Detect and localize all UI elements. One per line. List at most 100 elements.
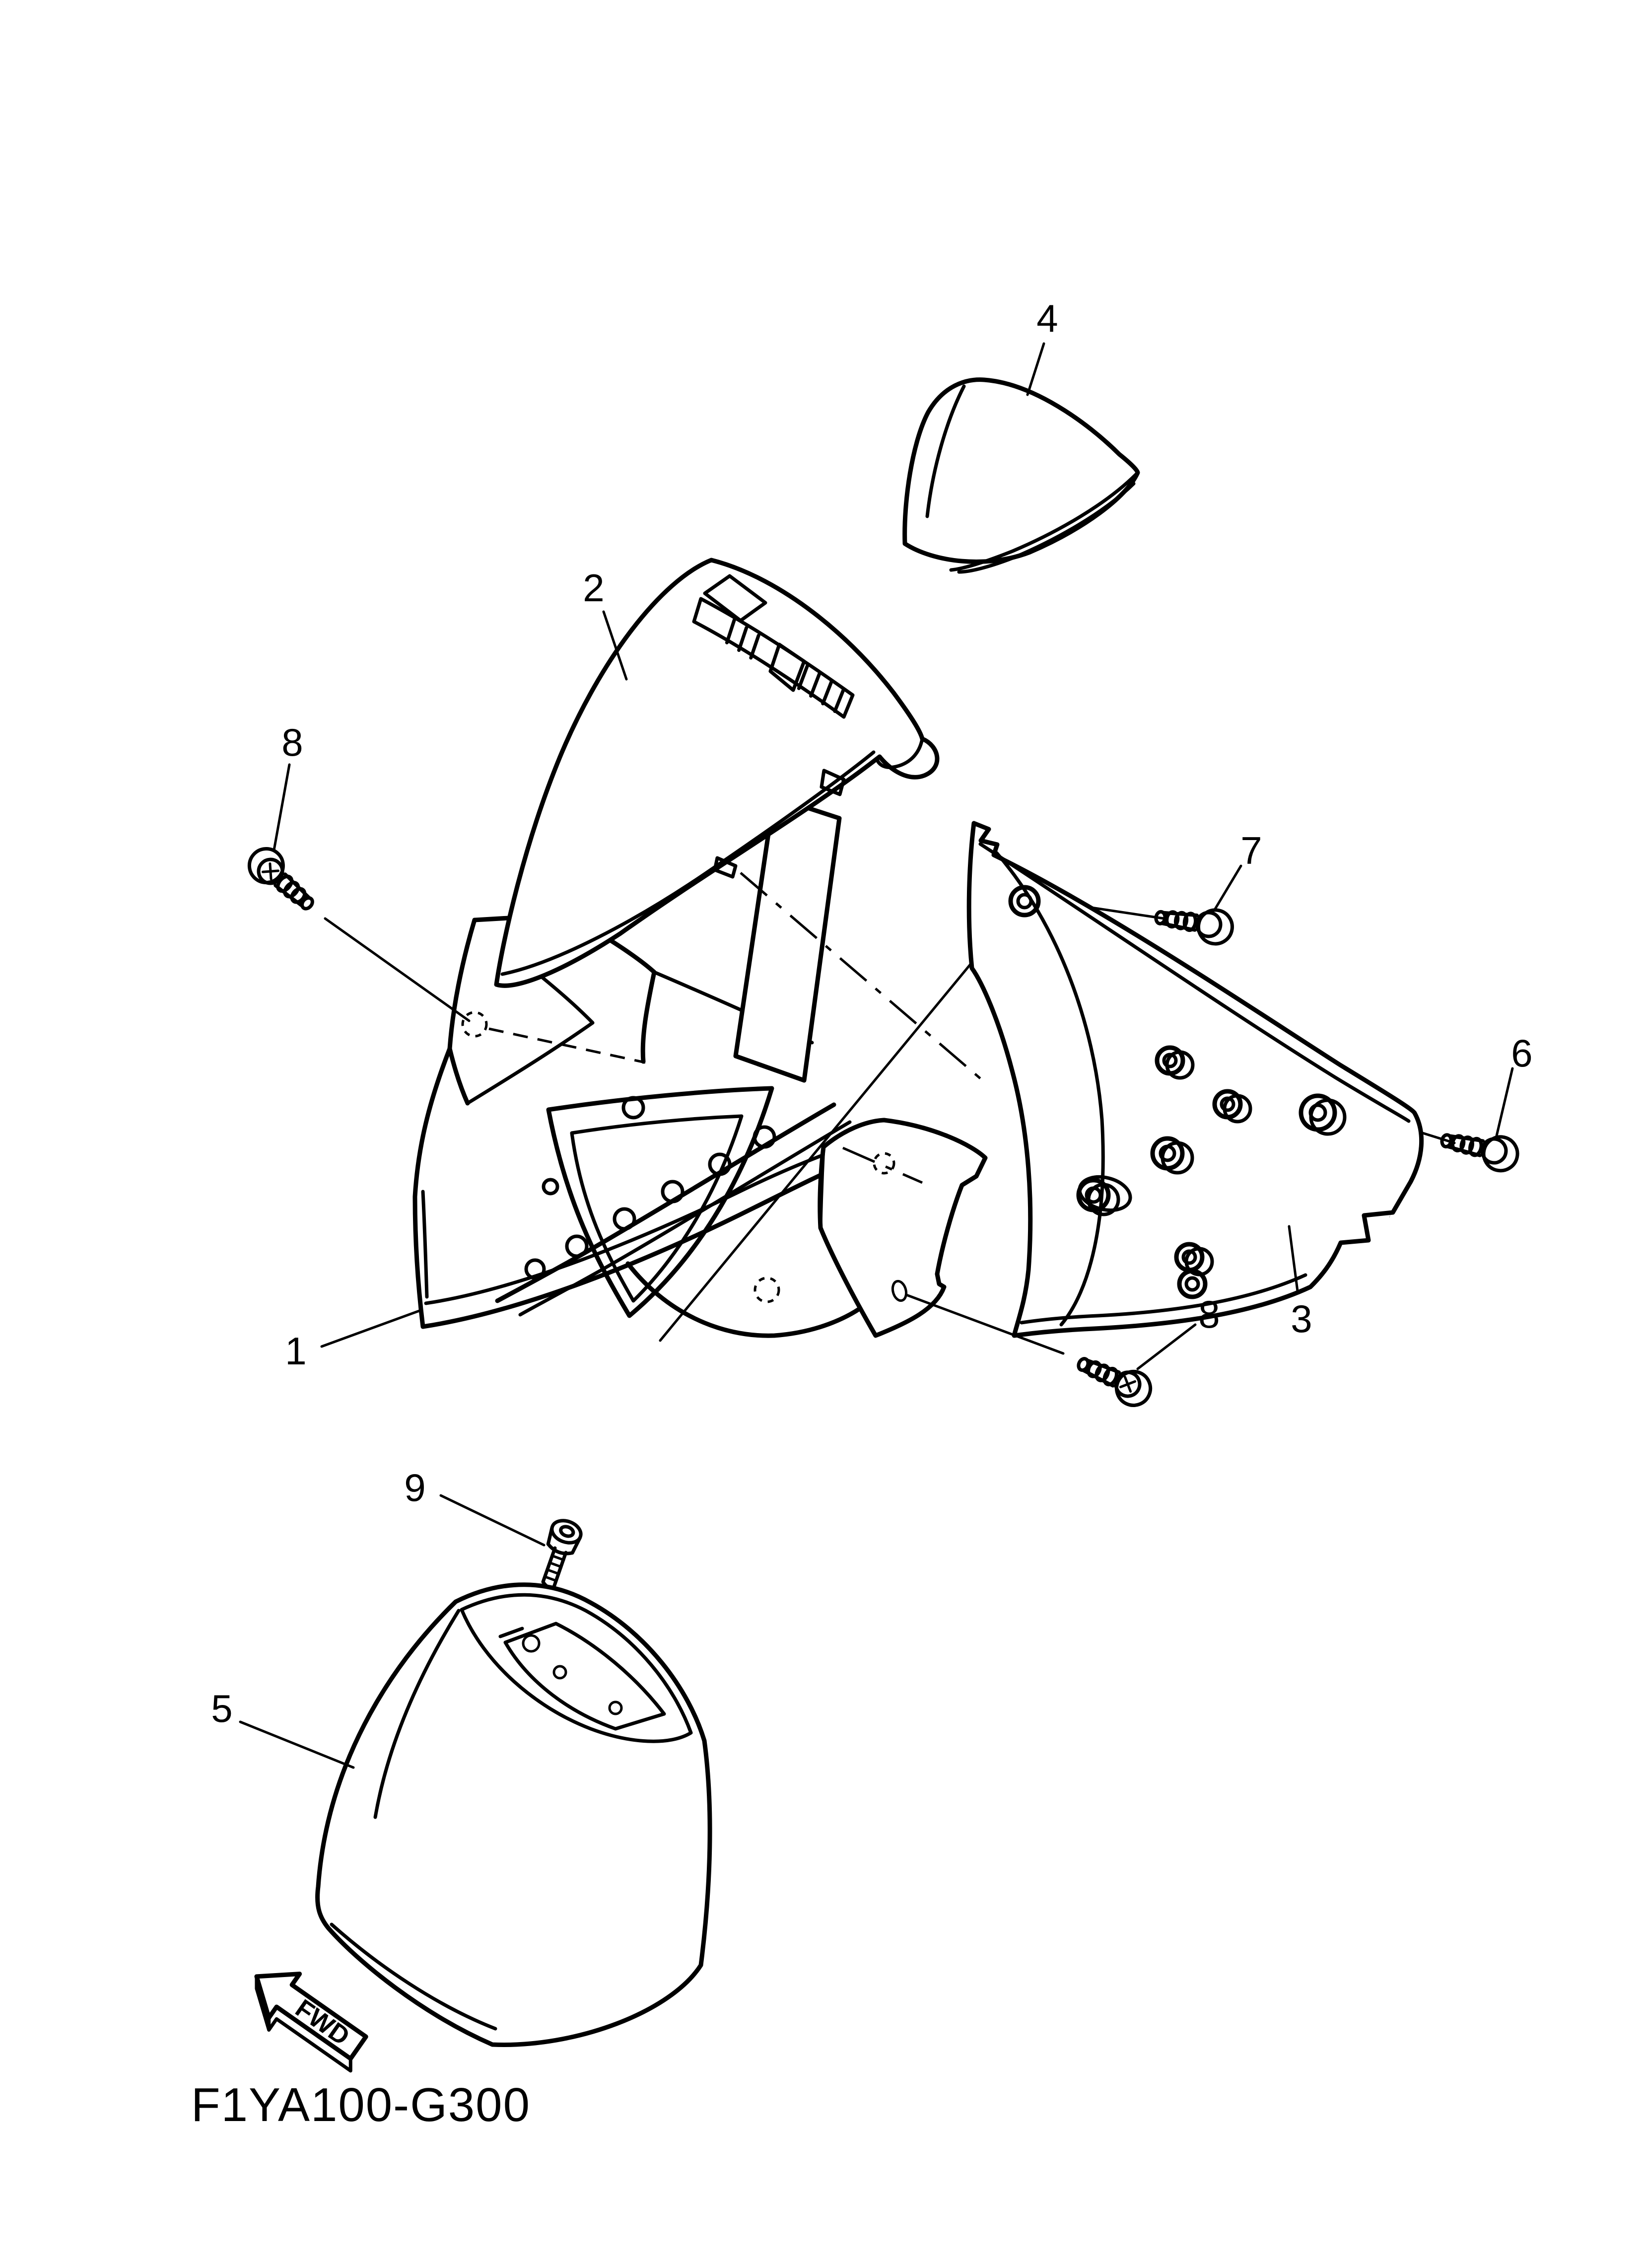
boss-hole [1016,893,1033,910]
part-3-bottom-edge-inner [1020,1273,1307,1325]
side-cover-marker [873,1152,895,1175]
screw-8a [247,847,314,911]
part-4-fold-1 [949,471,1140,572]
flange-hole [708,1152,732,1176]
screw8a-axis-dashed [488,1027,646,1064]
part-1-lower-s-curve [625,1261,870,1338]
flange-hole [661,1180,684,1204]
boss-outer [1177,1269,1208,1299]
part-1-side-cover-crease [819,1145,825,1230]
part-5-bracket-hole-1 [552,1665,567,1680]
backing-plate [733,794,842,1083]
boss-outer [1155,1045,1185,1076]
screw-8b-flange [1115,1369,1153,1407]
mount-marker-top [461,1011,488,1038]
part-1-bottom-rim-inner [424,1152,828,1305]
part-5-bracket-hole-2 [608,1701,623,1715]
boss-hole [1184,1276,1200,1292]
side-cover-dashdot [842,1146,923,1184]
screw-8b-thread [1095,1363,1110,1383]
part-1-left-sliver [421,1190,429,1299]
screw-7-thread [1173,911,1189,930]
screw-7-tip [1154,910,1167,925]
callout-leader-3 [1288,1225,1299,1292]
callout-number-7: 7 [1240,829,1262,872]
screw-6-flange [1482,1135,1519,1173]
screw-8b-thread [1087,1360,1102,1378]
callout-leader-1 [320,1309,421,1348]
screw-8a-tip [300,896,314,911]
callout-leader-2 [602,610,628,681]
boss-hole [1220,1096,1235,1112]
callout-number-4: 4 [1036,296,1058,340]
screw-8b-phillips-icon [1119,1375,1137,1393]
bolt-9-thread [544,1575,558,1582]
screw-8a-thread [290,887,307,904]
callout-number-1: 1 [285,1329,306,1373]
callout-leader-6 [1495,1067,1514,1139]
screw-7-head [1195,911,1223,938]
flange-hole [753,1125,776,1149]
screw-7-thread [1165,910,1180,929]
part-4-outline [902,377,1140,564]
bolt-9 [541,1519,583,1590]
part-2-upper-cover [494,558,940,988]
part-1-screw-hole [891,1279,908,1302]
part-2-outline [494,558,940,988]
part-2-logo-band [692,597,855,719]
part-5-outline [315,1582,712,2047]
part-1-flange-band [495,1102,836,1303]
part-5-rim [460,1593,693,1743]
logo-hatch-tick [833,687,846,713]
flange-hole [621,1096,645,1120]
boss-hole [1162,1053,1178,1068]
callout-number-2: 2 [583,566,604,610]
logo-hatch-tick [809,672,821,698]
screw-8a-phillips-icon [261,862,280,881]
part-5-bottom-rim [330,1922,497,2031]
callout-leader-5 [239,1720,355,1769]
boss-hole [1181,1249,1197,1265]
part-3-top-edge-inner [978,842,1411,1123]
part-4-cap [902,377,1140,574]
part-3-crease [995,851,1105,1327]
part-1-opening-inner [570,1114,744,1303]
boss-outer [1076,1178,1111,1212]
hole-to-screw8b-line [905,1293,1065,1355]
part-5-crease [373,1609,461,1819]
callout-number-8: 8 [1198,1292,1220,1336]
flange-hole [542,1178,559,1196]
boss-outer [1299,1093,1337,1132]
part-2-rim-inner [500,750,876,976]
screw-8a-thread [283,881,300,899]
logo-hatch-tick [797,664,809,690]
callout-number-6: 6 [1511,1031,1532,1075]
part-4-fold-2 [957,482,1136,574]
boss-hole [1159,1144,1176,1162]
bolt-9-thread [547,1568,560,1575]
logo-hatch-tick [749,634,760,660]
fwd-arrow: FWD [254,1972,368,2073]
part-2-logo-block-start [703,574,767,623]
screw-7 [1154,908,1234,946]
screw-6-thread [1450,1134,1466,1152]
callout-leader-8 [273,763,291,851]
boss-outer [1150,1136,1185,1171]
flange-hole [565,1234,589,1258]
part-code: F1YA100-G300 [191,2078,531,2131]
callout-leader-9 [439,1494,546,1547]
part-5-lower-cover [315,1582,712,2047]
part-2-curl [875,737,924,770]
screw-6 [1440,1133,1519,1173]
callout-number-8: 8 [281,720,303,764]
boss-a-alignment-line [659,897,1026,1342]
boss-outer [1008,885,1041,918]
boss-outer [1212,1089,1243,1120]
part-2-tab [820,769,846,796]
bolt-9-thread [549,1561,563,1568]
screw-7-flange [1196,908,1234,946]
logo-hatch-tick [737,626,749,652]
part-1-left-edge [412,1046,452,1329]
part-1-side-cover [818,1118,988,1338]
